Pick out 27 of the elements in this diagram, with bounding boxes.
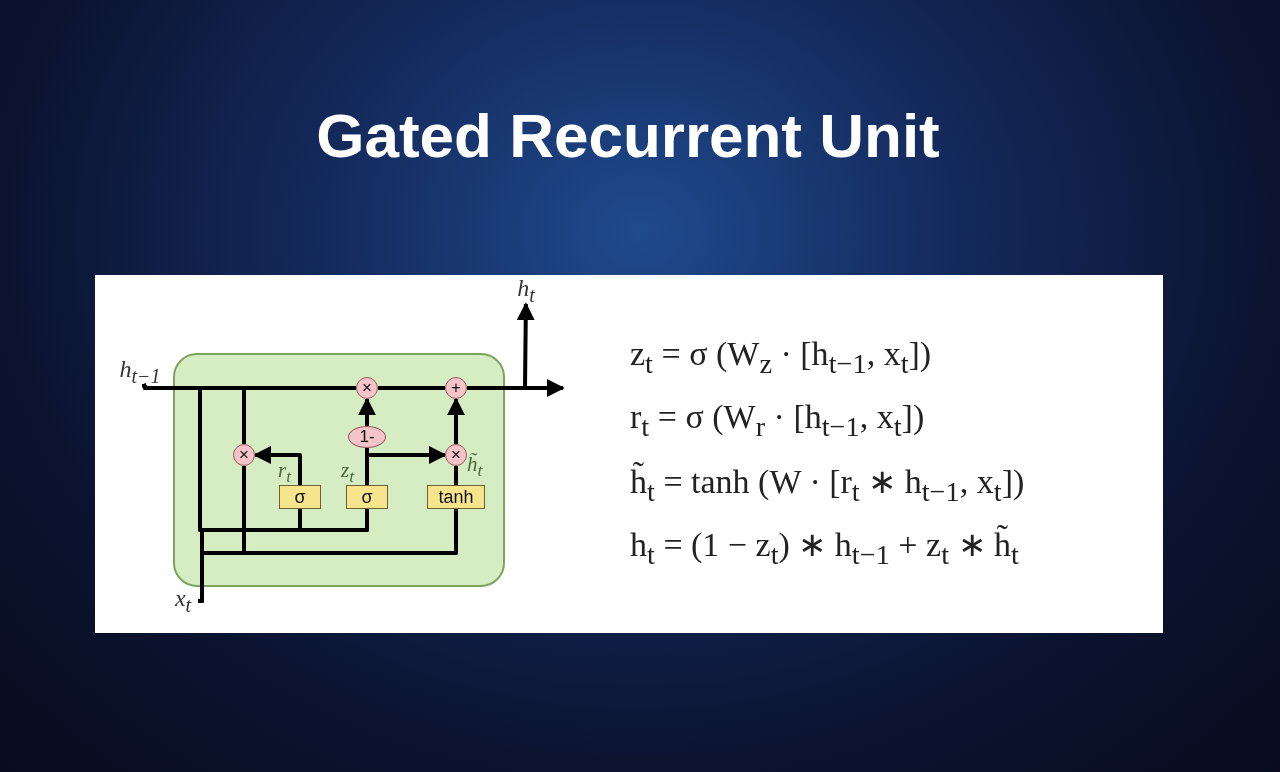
- sigmoid-box: σ: [279, 485, 321, 509]
- multiply-circle: ×: [356, 377, 378, 399]
- title-text: Gated Recurrent Unit: [316, 100, 940, 171]
- arrow: [358, 397, 376, 426]
- gate-label: r$_{t}$: [278, 458, 292, 488]
- output-label: h$_{t}$: [512, 278, 540, 304]
- sigmoid-box: σ: [346, 485, 388, 509]
- connector-line: [141, 383, 246, 444]
- equation-text: z$_{t}$ = σ (W$_{z}$ · [h$_{t−1}$, x$_{t}$]): [630, 335, 932, 380]
- add-circle: +: [445, 377, 467, 399]
- connector-line: [378, 386, 445, 390]
- tanh-box: tanh: [427, 485, 485, 509]
- one-minus-ellipse: 1-: [348, 426, 386, 448]
- equation-text: r$_{t}$ = σ (W$_{r}$ · [h$_{t−1}$, x$_{t}$]): [630, 398, 925, 443]
- input-label: h$_{t−1}$: [112, 360, 168, 384]
- multiply-circle: ×: [233, 444, 255, 466]
- gru-cell-box: [173, 353, 505, 587]
- gate-label: h̃$_{t}$: [467, 452, 483, 482]
- equation-text: h$_{t}$ = (1 − z$_{t}$) ∗ h$_{t−1}$ + z$_{t}$ ∗ h̃$_{t}$: [630, 524, 1019, 571]
- arrow: [365, 446, 447, 485]
- gate-label: z$_{t}$: [341, 458, 355, 488]
- equation-text: h̃$_{t}$ = tanh (W · [r$_{t}$ ∗ h$_{t−1}$, x$_{t}$]): [630, 461, 1025, 508]
- arrow: [447, 397, 465, 444]
- arrow: [253, 446, 302, 485]
- input-label: x$_{t}$: [168, 588, 198, 614]
- multiply-circle: ×: [445, 444, 467, 466]
- connector-line: [454, 466, 458, 485]
